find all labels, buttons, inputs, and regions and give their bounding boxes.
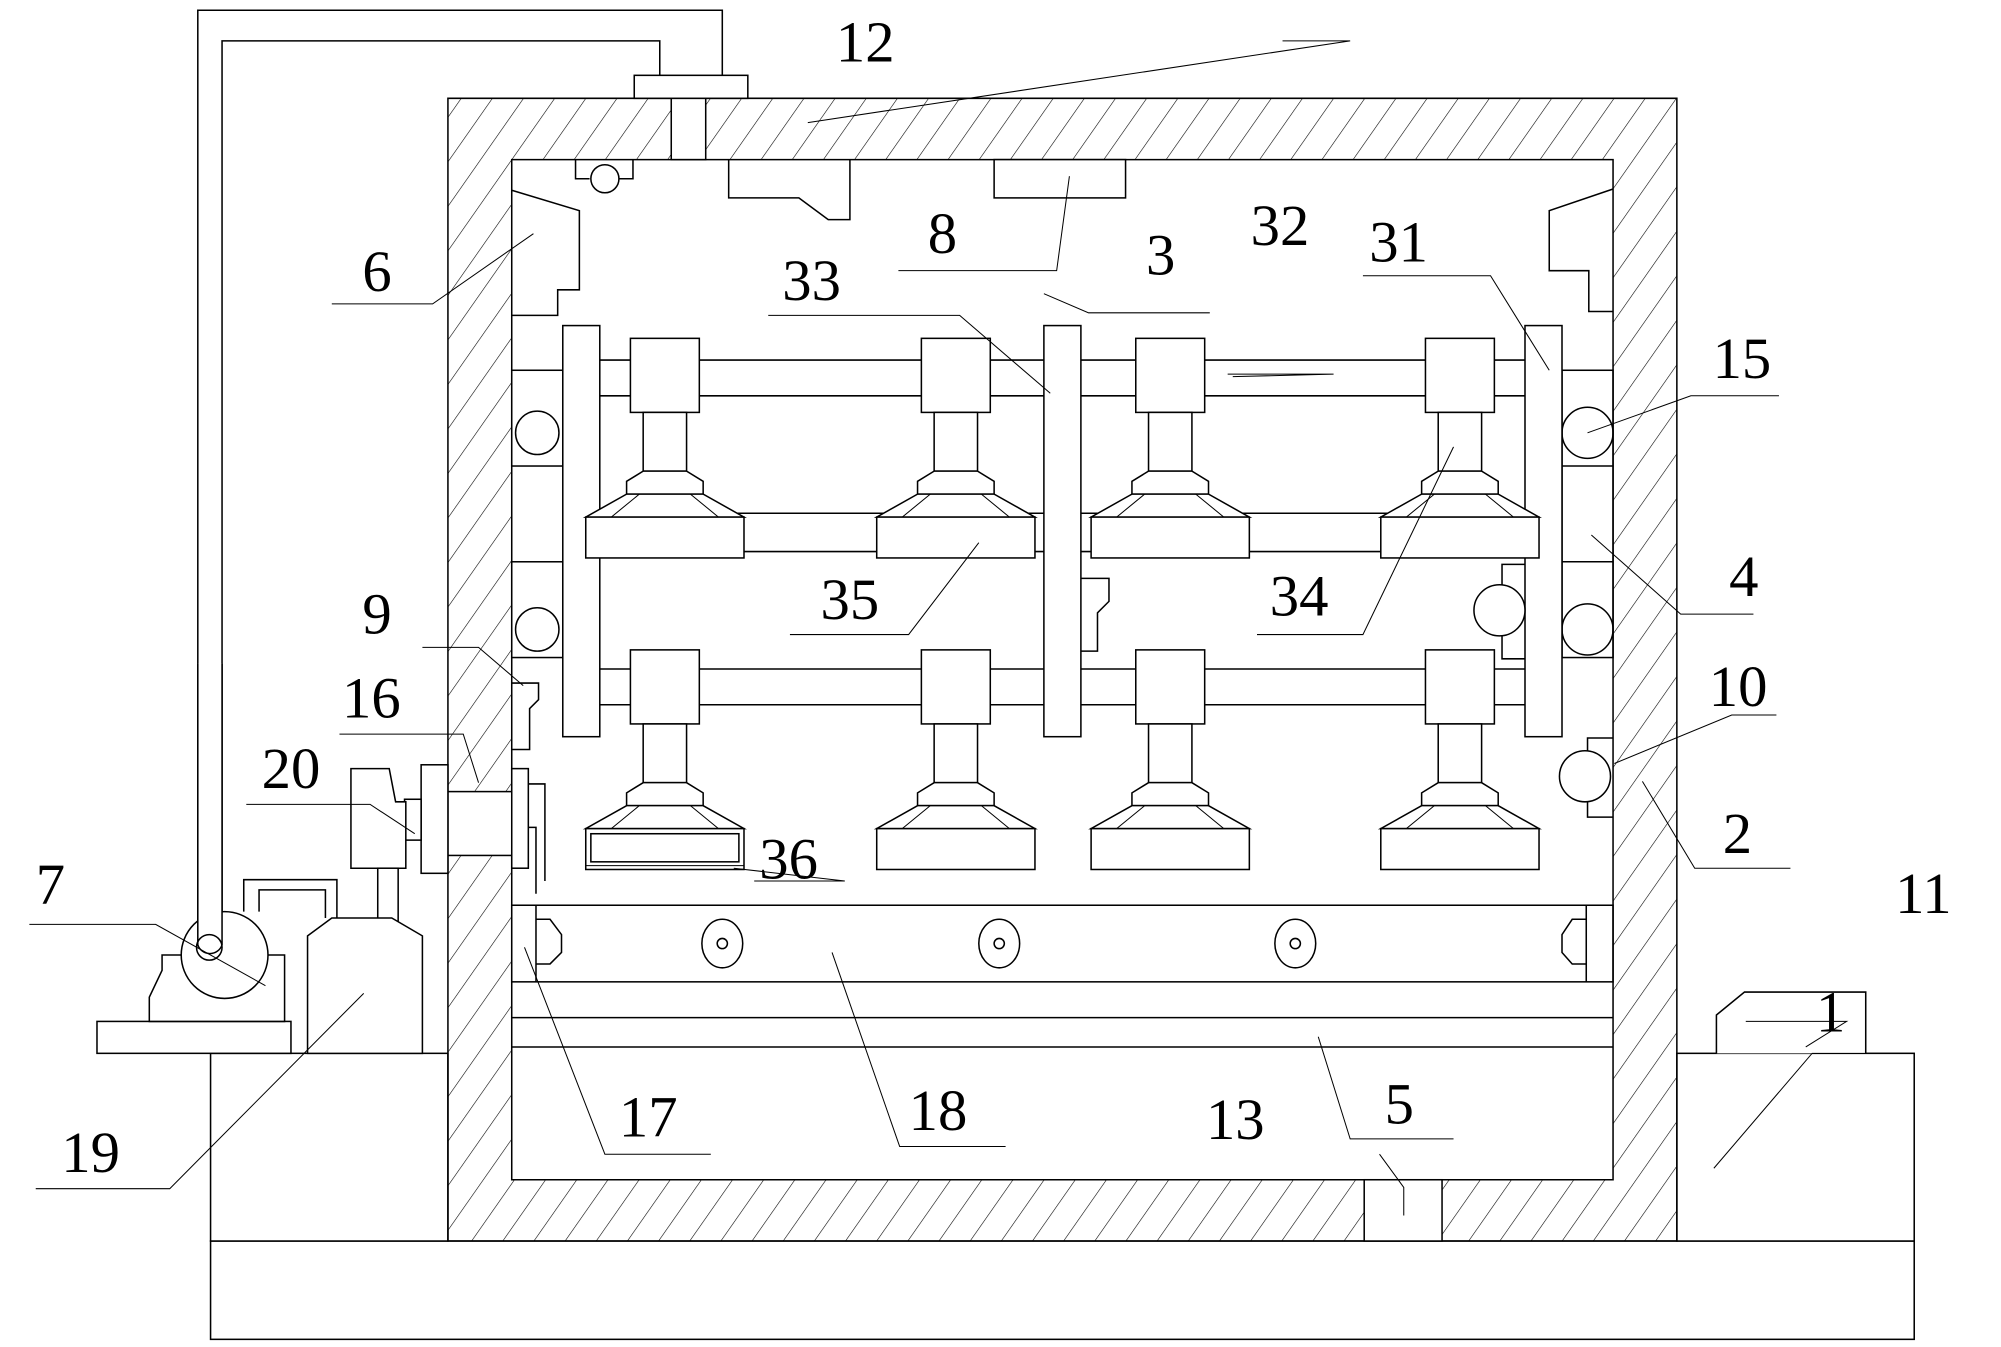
label-7: 7 (36, 852, 65, 917)
label-3: 3 (1146, 222, 1175, 287)
leader-lines (29, 40, 1915, 1216)
nozzle-holder (1424, 337, 1496, 414)
top-fixtures (574, 158, 1127, 221)
nozzle-neck (1437, 411, 1483, 472)
tank-pipe-inner (258, 889, 327, 919)
label-6: 6 (362, 239, 391, 304)
label-11: 11 (1895, 861, 1952, 926)
label-1: 1 (1816, 980, 1845, 1045)
label-9: 9 (362, 581, 391, 646)
label-36: 36 (759, 826, 818, 891)
label-18: 18 (909, 1078, 968, 1143)
nozzle-holder (629, 649, 701, 725)
spray-head (873, 337, 1038, 559)
label-2: 2 (1723, 801, 1752, 866)
label-15: 15 (1713, 326, 1772, 391)
nozzle-neck (1147, 411, 1193, 472)
center-bracket (1080, 577, 1110, 652)
roller-mount-bottom (1586, 799, 1614, 818)
spray-nozzle-base (1380, 827, 1540, 871)
nozzle-holder (1424, 649, 1496, 725)
top-block (993, 158, 1127, 199)
corner-block-right (1548, 188, 1614, 313)
nozzle-holder (1135, 649, 1206, 725)
tray-roller (1274, 918, 1317, 969)
right-guide (1561, 369, 1614, 659)
end-stop (535, 918, 563, 965)
nozzle-neck (642, 411, 688, 472)
drain-outlet (1363, 1178, 1443, 1242)
drive-assembly (350, 764, 546, 929)
label-10: 10 (1709, 654, 1768, 719)
label-19: 19 (61, 1120, 120, 1185)
nozzle-holder (629, 337, 701, 414)
spray-head (1088, 649, 1253, 871)
label-13: 13 (1206, 1087, 1265, 1152)
label-4: 4 (1729, 544, 1758, 609)
label-34: 34 (1270, 563, 1329, 628)
label-16: 16 (342, 666, 401, 731)
pipe-flange (633, 74, 749, 100)
label-33: 33 (782, 248, 841, 313)
spray-heads (582, 337, 1542, 871)
nozzle-neck (642, 723, 688, 784)
inlet-pipe (670, 97, 707, 161)
center-roller (1473, 583, 1526, 637)
corner-block-left (511, 189, 581, 317)
spray-nozzle-base (1090, 516, 1251, 559)
tray-roller (701, 918, 744, 969)
spray-nozzle-base (584, 827, 745, 871)
spray-head (582, 337, 747, 559)
nozzle-neck (933, 723, 979, 784)
spray-head (1088, 337, 1253, 559)
label-8: 8 (928, 201, 957, 266)
nozzle-neck (1147, 723, 1193, 784)
conveyor-tray (510, 904, 1614, 1048)
motor (350, 767, 407, 869)
spray-nozzle-base (1090, 827, 1251, 871)
label-32: 32 (1251, 193, 1310, 258)
label-12: 12 (836, 9, 895, 74)
spray-head (582, 649, 747, 871)
filter-head (585, 832, 744, 867)
right-roller (1558, 749, 1612, 803)
spray-nozzle-base (1380, 516, 1540, 559)
center-column (1043, 324, 1082, 738)
spray-head (873, 649, 1038, 871)
label-17: 17 (619, 1084, 678, 1149)
label-35: 35 (821, 567, 880, 632)
nozzle-holder (920, 337, 992, 414)
base-block-right (1676, 1052, 1915, 1242)
tank (306, 917, 424, 1055)
nozzle-neck (1437, 723, 1483, 784)
spray-nozzle-base (584, 516, 745, 559)
pump (96, 663, 292, 1055)
label-31: 31 (1369, 210, 1428, 275)
nozzle-holder (920, 649, 992, 725)
supply-pipe (197, 9, 724, 945)
part-labels: 1 2 3 4 5 6 7 8 9 10 11 12 13 15 16 17 1… (36, 9, 1952, 1185)
drive-shaft (447, 790, 513, 857)
spray-head (1377, 337, 1542, 559)
spray-head (1377, 649, 1542, 871)
sensor-bracket (511, 682, 540, 751)
left-guide (510, 369, 564, 659)
spray-nozzle-base (875, 516, 1036, 559)
control-box (1715, 991, 1867, 1054)
label-5: 5 (1385, 1072, 1414, 1137)
tank-pipe-outer (242, 878, 338, 919)
nozzle-holder (1135, 337, 1206, 414)
spray-nozzle-base (875, 827, 1036, 871)
label-20: 20 (262, 736, 321, 801)
nozzle-neck (933, 411, 979, 472)
tray-roller (978, 918, 1021, 969)
roller-mount-top (1586, 737, 1614, 754)
